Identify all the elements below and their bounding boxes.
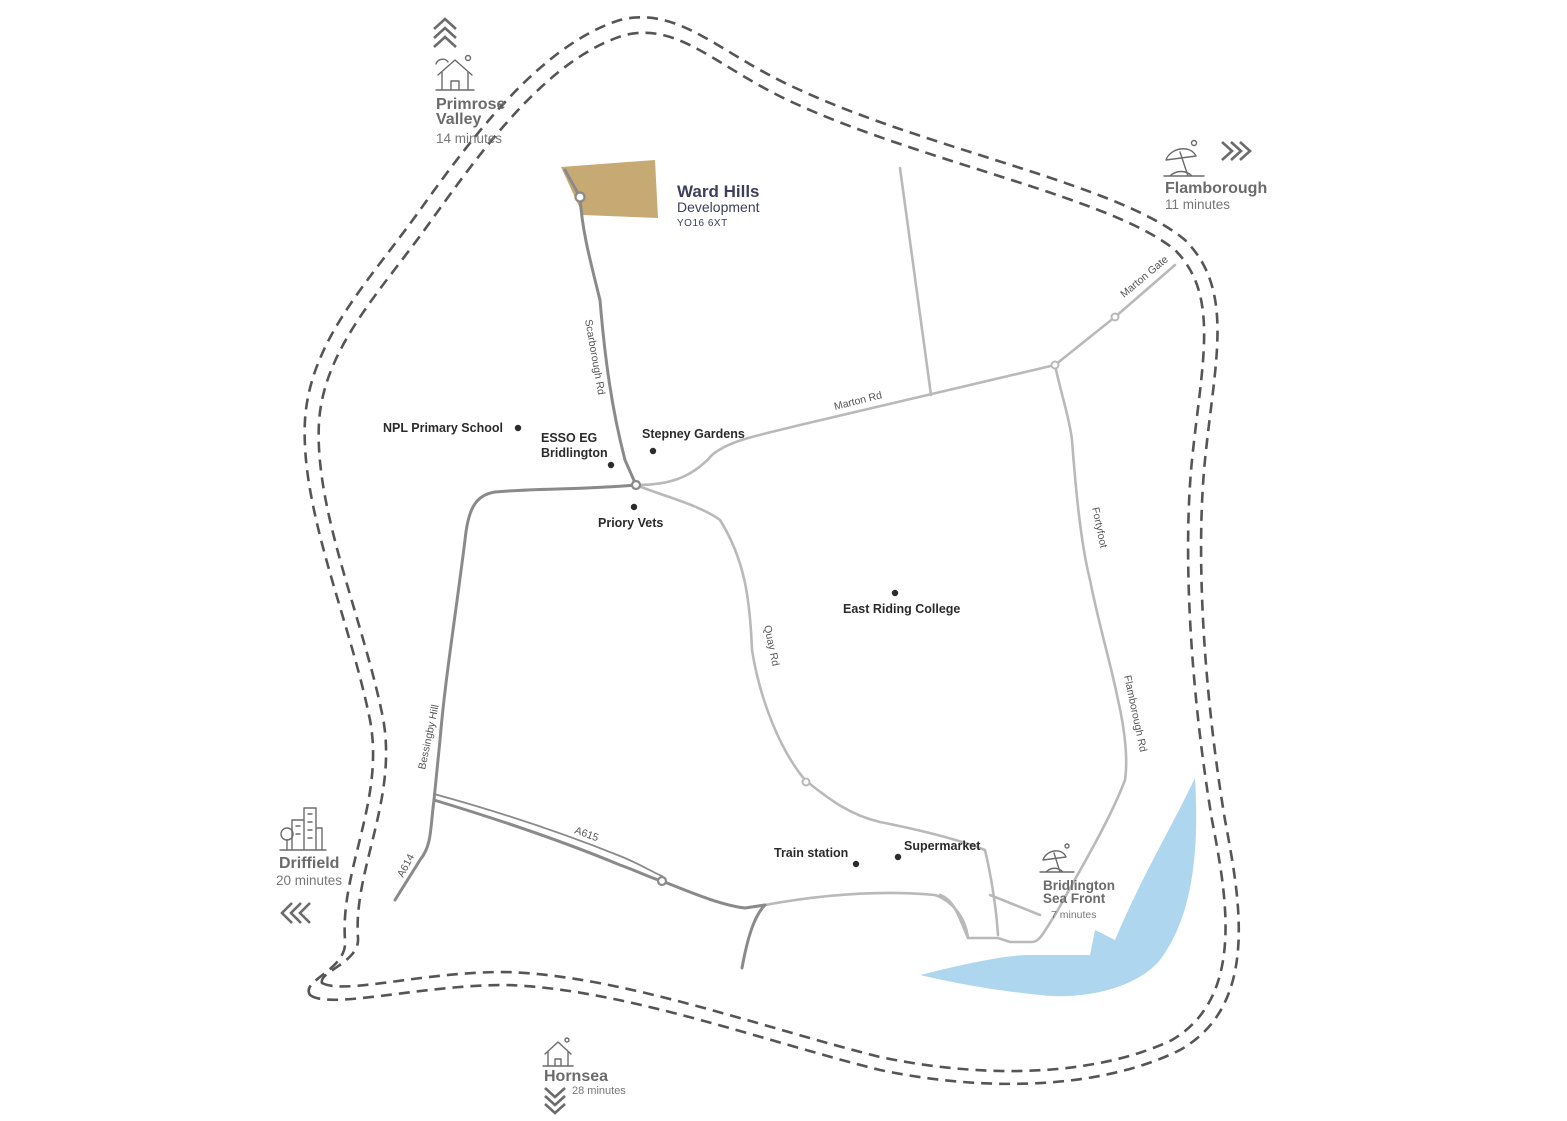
destination-hornsea: Hornsea 28 minutes	[542, 1037, 626, 1115]
poi-label: ESSO EG	[541, 431, 597, 445]
road-quay-rd	[634, 483, 1000, 937]
road-north-lane	[898, 166, 933, 397]
destination-time: 28 minutes	[572, 1085, 626, 1097]
beach-umbrella-icon	[1039, 843, 1075, 873]
chevron-right-icon	[1221, 141, 1252, 161]
poi-priory-vets: Priory Vets	[598, 503, 663, 530]
destination-primrose-valley: Primrose Valley 14 minutes	[433, 17, 505, 146]
road-label-fortyfoot: Fortyfoot	[1089, 506, 1109, 549]
development-subtitle: Development	[677, 199, 760, 215]
poi-label: Train station	[774, 846, 848, 860]
road-fortyfoot	[938, 363, 1128, 944]
road-label-a614: A614	[395, 852, 417, 879]
beach-umbrella-icon	[1163, 139, 1205, 177]
town-buildings-icon	[279, 807, 327, 851]
poi-label: Bridlington	[541, 446, 608, 460]
destination-time: 7 minutes	[1051, 909, 1097, 921]
travel-boundary	[303, 15, 1241, 1086]
road-scarborough-rd	[563, 168, 638, 487]
destination-name: Sea Front	[1043, 891, 1106, 906]
development-postcode: YO16 6XT	[677, 218, 728, 229]
poi-stepney-gardens: Stepney Gardens	[642, 427, 745, 455]
poi-supermarket: Supermarket	[894, 839, 981, 861]
poi-label: Stepney Gardens	[642, 427, 745, 441]
road-a615	[432, 798, 767, 910]
destination-name: Flamborough	[1165, 180, 1267, 197]
chevron-down-icon	[544, 1087, 566, 1115]
development-plot	[561, 160, 658, 218]
poi-label: East Riding College	[843, 602, 960, 616]
sea-area	[920, 778, 1197, 997]
minor-roads	[634, 166, 1177, 944]
destination-name: Primrose	[436, 96, 505, 113]
chevron-left-icon	[280, 902, 311, 924]
development-title: Ward Hills	[677, 182, 760, 201]
house-icon	[435, 54, 475, 91]
road-label-marton-rd: Marton Rd	[833, 389, 884, 413]
destination-name: Hornsea	[544, 1068, 608, 1085]
destination-time: 11 minutes	[1165, 197, 1230, 212]
poi-esso: ESSO EG Bridlington	[541, 431, 615, 469]
road-south-spur	[740, 903, 767, 970]
poi-label: Supermarket	[904, 839, 981, 853]
destination-name: Valley	[436, 111, 481, 128]
chevron-up-icon	[433, 17, 457, 48]
road-seafront-link	[988, 893, 1042, 917]
house-icon	[542, 1037, 574, 1067]
destination-time: 14 minutes	[436, 131, 502, 146]
road-a615-lane	[433, 793, 663, 877]
road-marton-rd	[634, 363, 1057, 487]
destination-name: Bridlington	[1043, 878, 1115, 893]
major-roads	[393, 168, 767, 970]
poi-label: NPL Primary School	[383, 421, 503, 435]
road-south-link	[763, 891, 970, 940]
destination-flamborough: Flamborough 11 minutes	[1163, 139, 1267, 212]
road-label-quay: Quay Rd	[761, 624, 781, 667]
poi-npl-school: NPL Primary School	[383, 421, 522, 435]
road-a614	[393, 798, 436, 902]
road-bessingby	[432, 483, 638, 802]
poi-label: Priory Vets	[598, 516, 663, 530]
poi-east-riding-college: East Riding College	[843, 589, 960, 616]
destination-name: Driffield	[279, 855, 339, 872]
destination-time: 20 minutes	[276, 873, 342, 888]
destination-bridlington-sea-front: Bridlington Sea Front 7 minutes	[1039, 843, 1115, 921]
poi-train-station: Train station	[774, 846, 860, 868]
road-label-a615: A615	[573, 825, 600, 845]
destination-driffield: Driffield 20 minutes	[276, 807, 342, 924]
